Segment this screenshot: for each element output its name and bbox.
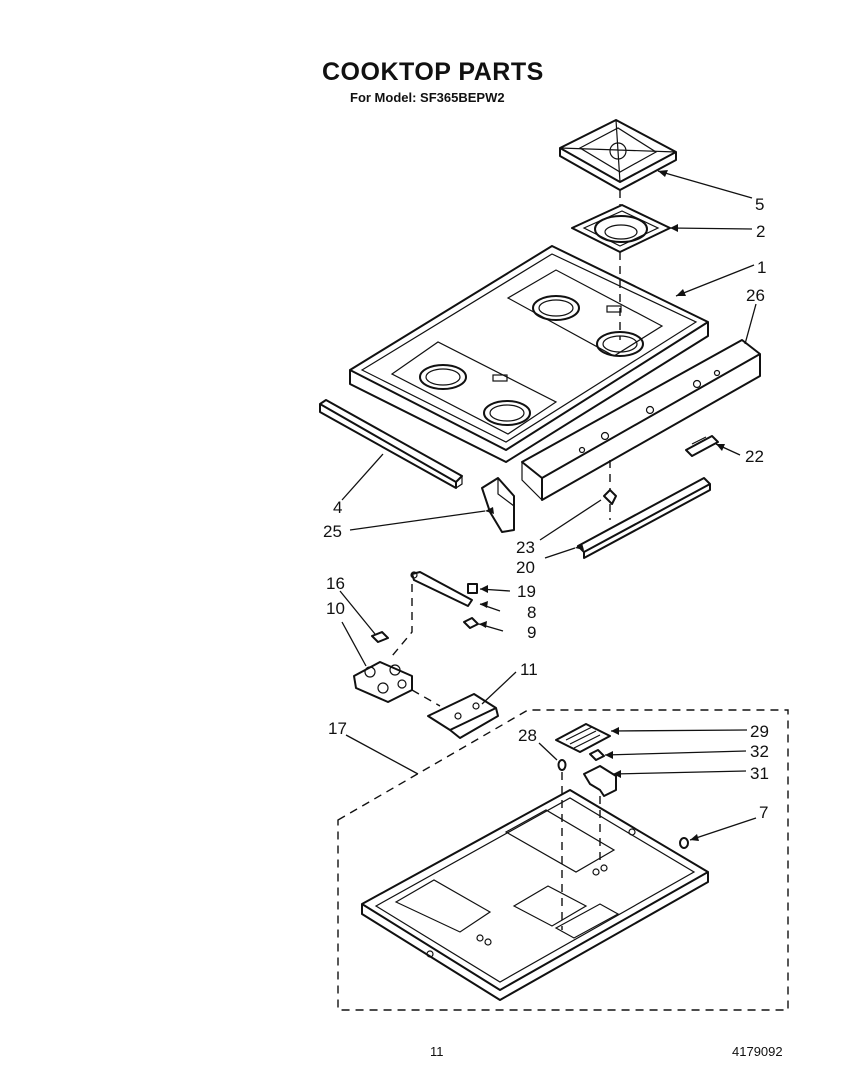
callout-28: 28 xyxy=(518,726,537,745)
callout-2: 2 xyxy=(756,222,765,241)
washer-part xyxy=(463,617,479,629)
clip-part xyxy=(603,489,617,505)
callout-22: 22 xyxy=(745,447,764,466)
page-title: COOKTOP PARTS xyxy=(322,58,544,86)
grate-part xyxy=(559,119,677,191)
page-number: 11 xyxy=(430,1044,444,1059)
spring-part xyxy=(467,583,478,594)
screw-28-part xyxy=(557,759,567,771)
vent-cover-part xyxy=(555,723,611,753)
callout-7: 7 xyxy=(759,803,768,822)
trim-strip-part xyxy=(319,399,463,489)
callout-32: 32 xyxy=(750,742,769,761)
document-number: 4179092 xyxy=(732,1044,783,1059)
cooktop-part xyxy=(349,245,709,463)
callout-11: 11 xyxy=(520,660,538,679)
callout-10: 10 xyxy=(326,599,345,618)
callout-31: 31 xyxy=(750,764,769,783)
callout-5: 5 xyxy=(755,195,764,214)
bracket-part xyxy=(577,477,711,559)
screw-7-part xyxy=(679,837,689,849)
lever-part xyxy=(410,571,473,607)
leader-arrowheads xyxy=(479,170,725,841)
callout-19: 19 xyxy=(517,582,536,601)
switch-part xyxy=(685,435,719,457)
callout-29: 29 xyxy=(750,722,769,741)
callout-25: 25 xyxy=(323,522,342,541)
vent-bracket-part xyxy=(583,765,617,797)
burner-box-part xyxy=(361,789,709,1001)
igniter-assembly-part xyxy=(353,661,413,703)
callout-9: 9 xyxy=(527,623,536,642)
callout-1: 1 xyxy=(757,258,766,277)
callout-17: 17 xyxy=(328,719,347,738)
callout-4: 4 xyxy=(333,498,342,517)
callout-16: 16 xyxy=(326,574,345,593)
mounting-plate-part xyxy=(427,693,499,739)
burner-box-group-outline xyxy=(337,709,789,1011)
leader-lines xyxy=(339,170,757,841)
callout-20: 20 xyxy=(516,558,535,577)
control-panel-part xyxy=(521,339,761,501)
retainer-part xyxy=(589,749,605,761)
end-cap-part xyxy=(481,477,515,533)
callout-8: 8 xyxy=(527,603,536,622)
retainer-clip-part xyxy=(371,631,389,643)
drip-bowl-part xyxy=(571,204,671,253)
callout-23: 23 xyxy=(516,538,535,557)
callout-26: 26 xyxy=(746,286,765,305)
model-subtitle: For Model: SF365BEPW2 xyxy=(350,90,505,105)
